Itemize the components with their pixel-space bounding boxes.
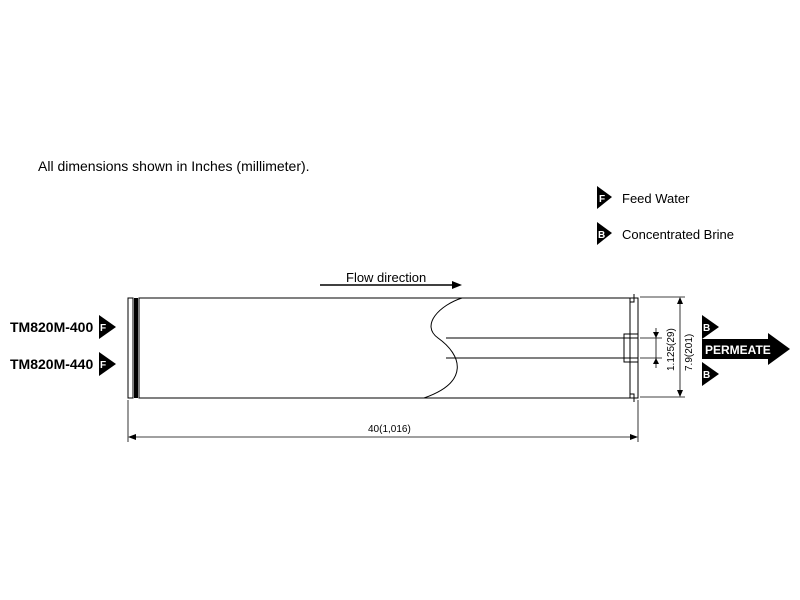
model-400-feed-marker: F — [99, 315, 116, 339]
element-right-notch-bottom — [630, 393, 635, 402]
outlet-brine-symbol-top: B — [703, 323, 710, 334]
element-right-notch-top — [630, 294, 635, 303]
permeate-label: PERMEATE — [705, 343, 771, 357]
legend: F Feed Water B Concentrated Brine — [597, 186, 734, 245]
legend-feed-marker: F — [597, 186, 612, 209]
length-dimension — [127, 400, 639, 442]
length-dimension-label: 40(1,016) — [368, 424, 411, 435]
outlet-brine-marker-bottom: B — [702, 362, 719, 386]
flow-direction: Flow direction — [320, 270, 462, 289]
flow-direction-arrowhead — [452, 281, 462, 289]
permeate-arrow: PERMEATE — [702, 333, 790, 365]
legend-brine-symbol: B — [598, 230, 605, 241]
diameter-dimension-label: 7.9(201) — [684, 334, 695, 371]
model-440-feed-symbol: F — [100, 360, 106, 371]
element-left-seal — [134, 298, 138, 398]
permeate-tube — [446, 337, 638, 359]
element-body — [138, 297, 639, 399]
model-440-feed-marker: F — [99, 352, 116, 376]
diameter-dimension — [640, 296, 685, 398]
legend-feed-symbol: F — [599, 194, 605, 205]
model-labels: TM820M-400 F TM820M-440 F — [10, 315, 116, 376]
legend-brine-marker: B — [597, 222, 612, 245]
element-left-cap — [127, 297, 134, 399]
outlet-brine-symbol-bottom: B — [703, 370, 710, 381]
model-label-440: TM820M-440 — [10, 356, 93, 372]
membrane-element — [127, 294, 639, 402]
tube-dimension — [640, 328, 662, 368]
legend-brine-label: Concentrated Brine — [622, 227, 734, 242]
flow-direction-label: Flow direction — [346, 270, 426, 285]
tube-dimension-label: 1.125(29) — [666, 328, 677, 371]
model-label-400: TM820M-400 — [10, 319, 93, 335]
outlet-markers: B PERMEATE B — [702, 315, 790, 386]
model-400-feed-symbol: F — [100, 323, 106, 334]
cutaway-line — [423, 297, 463, 399]
legend-feed-label: Feed Water — [622, 191, 690, 206]
permeate-tube-end — [623, 333, 639, 363]
units-note: All dimensions shown in Inches (millimet… — [38, 158, 310, 174]
outlet-brine-marker-top: B — [702, 315, 719, 339]
